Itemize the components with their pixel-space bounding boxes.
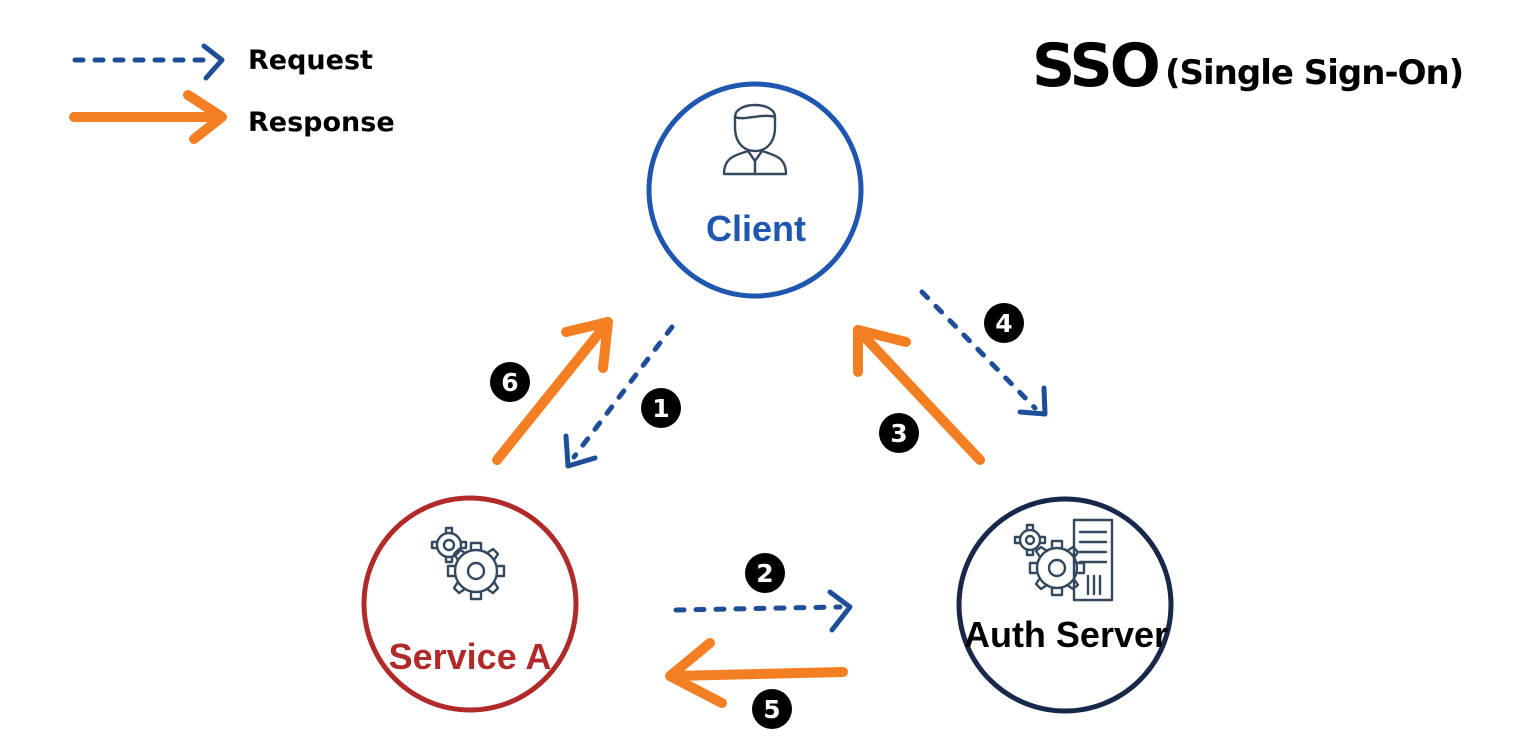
step-number-6: 6: [501, 368, 518, 397]
auth-node: Auth Server: [956, 496, 1174, 714]
service-node: Service A: [361, 495, 579, 713]
server-gears-icon: [1013, 518, 1114, 602]
step-badge-3: 3: [879, 413, 919, 453]
user-icon: [722, 103, 788, 176]
step-number-1: 1: [652, 394, 669, 423]
auth-circle: [956, 496, 1174, 714]
gears-icon: [430, 526, 506, 601]
client-node: Client: [646, 81, 864, 299]
arrow-step-6: [492, 317, 613, 465]
client-label: Client: [706, 208, 806, 249]
title-main: SSO: [1032, 31, 1158, 101]
step-number-5: 5: [763, 695, 780, 724]
step-number-2: 2: [756, 559, 773, 588]
legend-response-label: Response: [248, 107, 395, 138]
step-badge-4: 4: [984, 303, 1024, 343]
arrow-step-4: [919, 289, 1048, 417]
step-number-4: 4: [995, 309, 1012, 338]
legend-request-label: Request: [248, 45, 373, 76]
service-label: Service A: [389, 636, 552, 677]
legend: Request Response: [69, 43, 395, 144]
legend-response-arrow: [69, 90, 227, 144]
step-number-3: 3: [890, 419, 907, 448]
step-badge-5: 5: [752, 689, 792, 729]
arrow-step-1: [563, 324, 675, 469]
auth-label: Auth Server: [964, 614, 1168, 655]
step-badge-1: 1: [641, 388, 681, 428]
arrow-step-2: [673, 589, 853, 633]
step-badge-2: 2: [745, 553, 785, 593]
legend-request-arrow: [72, 43, 225, 81]
arrow-step-3: [853, 325, 985, 465]
title-sub: (Single Sign-On): [1165, 53, 1463, 93]
step-badge-6: 6: [490, 362, 530, 402]
client-circle: [646, 81, 864, 299]
diagram-title: SSO (Single Sign-On): [1032, 31, 1464, 101]
service-circle: [361, 495, 579, 713]
arrow-step-5: [665, 638, 848, 708]
